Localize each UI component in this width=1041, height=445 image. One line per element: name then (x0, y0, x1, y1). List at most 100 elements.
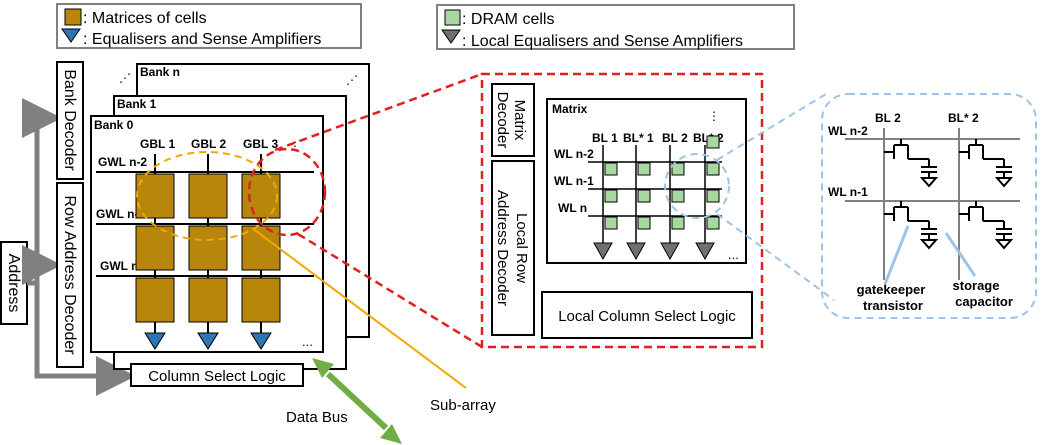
local-row-decoder-line2: Address Decoder (494, 190, 511, 306)
bank-decoder: Bank Decoder (56, 61, 84, 180)
local-amplifier-icon (660, 242, 680, 261)
matrix-cell (135, 173, 175, 219)
local-amplifier-triangle-icon (441, 29, 461, 44)
dram-cell (671, 162, 685, 176)
detail-wordline-label: WL n-1 (828, 185, 868, 199)
address-arrows (22, 98, 136, 396)
dram-cell-circuit (959, 201, 1014, 250)
gwl-label: GWL n-1 (96, 207, 145, 221)
legend-local-equalisers-label: : Local Equalisers and Sense Amplifiers (462, 33, 743, 50)
storage-label-line2: capacitor (955, 294, 1013, 309)
bitline-label: BL 1 (592, 131, 618, 145)
gbl-label: GBL 1 (140, 137, 175, 151)
bank0-sense-amplifiers (144, 332, 272, 350)
amplifier-triangle-icon (61, 28, 81, 43)
local-column-select-logic-label: Local Column Select Logic (558, 308, 736, 325)
storage-label-line1: storage (953, 278, 1000, 293)
matrix-cell (135, 225, 175, 271)
detail-wordline-label: WL n-2 (828, 124, 868, 138)
bank-1-label: Bank 1 (117, 97, 157, 111)
matrix-cell-swatch (64, 8, 82, 26)
data-bus-label: Data Bus (286, 409, 348, 426)
cell-zoom-highlight (664, 93, 1037, 319)
bank-stack-ellipsis-left: ⋰ (119, 71, 131, 85)
gwl-label: GWL n (100, 259, 138, 273)
local-amplifier-icon (626, 242, 646, 261)
legend-dram-cells-label: : DRAM cells (462, 11, 554, 28)
matrix-wordline-labels: WL n-2 WL n-1 WL n (554, 147, 594, 215)
matrix-cell (188, 173, 228, 219)
local-row-decoder-line1: Local Row (513, 213, 530, 283)
gbl-label: GBL 2 (191, 137, 226, 151)
matrix-ellipsis-bottom: ... (728, 247, 739, 262)
matrix-zoom-highlight (247, 72, 764, 349)
dram-cell (706, 216, 720, 230)
bank0-matrix-cells (135, 173, 281, 323)
dram-cell (637, 189, 651, 203)
matrix-wordlines (588, 161, 722, 217)
wordline-label: WL n-2 (554, 147, 594, 161)
gwl-label: GWL n-2 (98, 155, 147, 169)
local-amplifier-icon (593, 242, 613, 261)
bank0-ellipsis: ... (302, 334, 313, 349)
sub-array-highlight (136, 151, 467, 389)
matrix-cell (188, 225, 228, 271)
matrix-decoder-line1: Matrix (511, 100, 528, 141)
matrix-decoder: Matrix Decoder (491, 83, 535, 157)
sub-array-label: Sub-array (430, 397, 496, 414)
legend-left: : Matrices of cells : Equalisers and Sen… (56, 3, 362, 49)
address-label: Address (5, 254, 22, 313)
matrix-cell (135, 277, 175, 323)
data-bus-arrow (312, 358, 402, 444)
matrix-ellipsis-top: ⋮ (708, 109, 720, 123)
column-select-logic: Column Select Logic (130, 363, 304, 387)
detail-bitline-label: BL 2 (875, 111, 901, 125)
row-address-decoder: Row Address Decoder (56, 182, 84, 368)
dram-cell-circuit (959, 139, 1014, 188)
address-block: Address (0, 241, 28, 325)
gatekeeper-label-line1: gatekeeper (857, 282, 926, 297)
bank-n-label: Bank n (140, 65, 180, 79)
legend-right: : DRAM cells : Local Equalisers and Sens… (436, 4, 795, 50)
storage-callout: storage capacitor (944, 232, 1013, 309)
local-row-address-decoder: Local Row Address Decoder (491, 160, 535, 336)
dram-cell (604, 189, 618, 203)
dram-cell (706, 135, 720, 149)
legend-equalisers-label: : Equalisers and Sense Amplifiers (83, 31, 321, 48)
dram-cell (671, 189, 685, 203)
matrix-cell (241, 173, 281, 219)
ground-icon (994, 239, 1014, 250)
bank0-gbl-labels: GBL 1 GBL 2 GBL 3 ⋮ (140, 137, 301, 153)
bank-0-label: Bank 0 (94, 118, 134, 132)
local-amplifier-icon (695, 242, 715, 261)
ground-icon (994, 177, 1014, 188)
bitline-label: BL 2 (662, 131, 688, 145)
matrix-panel: Matrix ⋮ ... (546, 98, 747, 264)
matrix-dram-cells (604, 135, 720, 230)
bank0-gwl-labels: GWL n-2 GWL n-1 GWL n (96, 155, 147, 273)
matrix-cell (241, 225, 281, 271)
sense-amplifier-icon (144, 332, 166, 350)
dram-cell-circuit (884, 201, 939, 250)
gatekeeper-callout: gatekeeper transistor (857, 225, 926, 313)
dram-cell-swatch (444, 9, 461, 26)
dram-cell-circuit (884, 139, 939, 188)
matrix-cell (241, 277, 281, 323)
gbl-label: GBL 3 (243, 137, 278, 151)
local-column-select-logic: Local Column Select Logic (541, 291, 753, 339)
bank0-wordlines (96, 171, 314, 277)
cell-detail-labels: BL 2 BL* 2 WL n-2 WL n-1 (828, 111, 979, 199)
dram-cell (706, 162, 720, 176)
column-select-logic-label: Column Select Logic (148, 368, 286, 385)
dram-cell (637, 162, 651, 176)
wordline-label: WL n-1 (554, 174, 594, 188)
matrix-cell (188, 277, 228, 323)
bank-stack-ellipsis-right: ⋰ (346, 73, 358, 87)
sense-amplifier-icon (197, 332, 219, 350)
detail-bitline-label: BL* 2 (948, 111, 979, 125)
dram-cell (706, 189, 720, 203)
ground-icon (919, 177, 939, 188)
ground-icon (919, 239, 939, 250)
